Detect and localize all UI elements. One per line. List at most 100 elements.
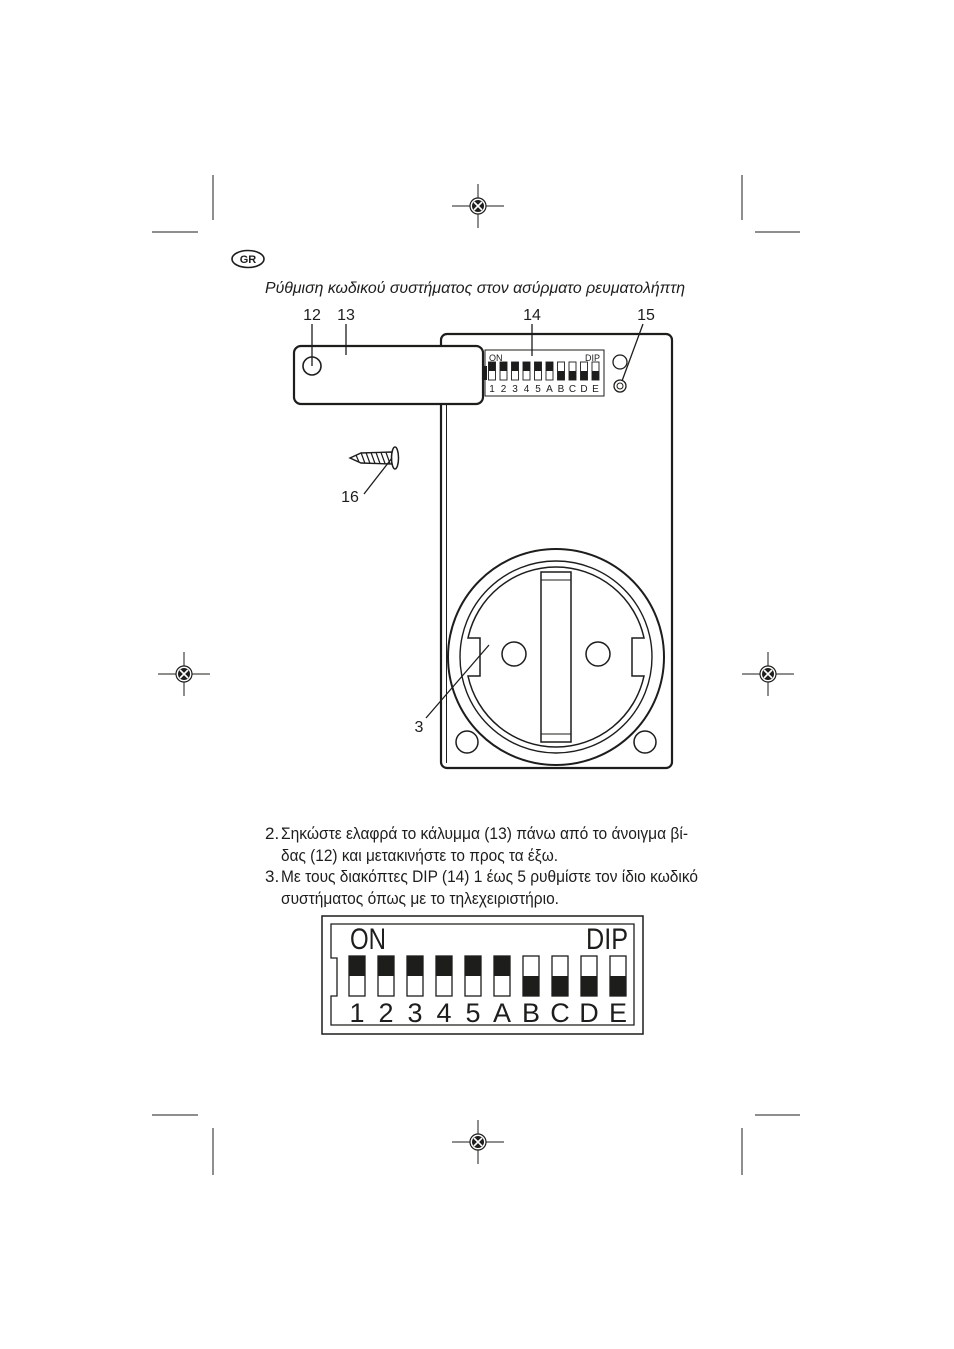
dip-on-label-small: ON [489,353,503,363]
instruction-steps: 2. Σηκώστε ελαφρά το κάλυμμα (13) πάνω α… [265,824,698,908]
switch-lever [523,976,539,996]
dip-switch-e: E [591,361,600,395]
switch-label: A [546,384,553,395]
switch-label: 4 [436,998,451,1028]
dip-switch-5: 5 [464,955,482,1028]
switch-label: 1 [489,384,495,395]
switch-lever [581,976,597,996]
registration-mark-bottom [451,1119,505,1165]
dip-switch-e: E [609,955,627,1028]
dip-switch-c: C [568,361,577,395]
dip-switch-d: D [579,955,599,1028]
dip-switch-a: A [493,955,511,1028]
switch-label: D [579,998,599,1028]
switch-lever [494,956,510,976]
registration-mark-left [157,651,211,697]
dip-dip-label-small: DIP [585,353,600,363]
socket [447,548,665,766]
switch-label: 2 [378,998,393,1028]
dip-switch-b: B [557,361,565,395]
registration-mark-right [741,651,795,697]
switch-label: 3 [407,998,422,1028]
step-text-line: Με τους διακόπτες DIP (14) 1 έως 5 ρυθμί… [281,867,698,886]
language-badge: GR [231,249,265,269]
screw-thread [355,452,391,464]
switch-label: E [592,384,599,395]
cover-plate [292,344,485,406]
section-title: Ρύθμιση κωδικού συστήματος στον ασύρματο… [265,280,685,297]
callouts: 12 13 14 15 16 3 [303,307,655,736]
callout-16: 16 [341,489,359,506]
switch-lever [407,956,423,976]
ground-strip [540,571,572,743]
switch-lever [580,371,588,380]
dip-dip-label: DIP [586,923,628,956]
battery-cover [292,344,485,406]
step-number: 2. [265,824,279,843]
step-text-line: δας (12) και μετακινήστε το προς τα έξω. [281,846,558,865]
led-indicator [613,379,627,393]
dip-switch-d: D [580,361,588,395]
dip-switch-c: C [550,955,570,1028]
led-lens [616,382,624,390]
callout-15: 15 [637,307,655,324]
dip-panel-inner-frame [330,923,635,1026]
crop-marks [152,175,800,1175]
switch-label: 2 [501,384,507,395]
step-number: 3. [265,867,279,886]
switch-lever [378,956,394,976]
switch-label: 5 [465,998,480,1028]
mounting-hole [612,354,628,370]
switch-label: D [580,384,587,395]
socket-face [467,566,645,748]
corner-hole-left [455,730,479,754]
dip-panel-outer-frame [321,915,644,1035]
socket-pin-hole-left [501,641,527,667]
switch-lever [500,362,507,371]
switch-lever [557,371,565,380]
dip-switch-4: 4 [522,361,531,395]
callout-14: 14 [523,307,541,324]
screw-head [390,446,400,470]
switch-lever [546,362,553,371]
socket-pin-hole-right [585,641,611,667]
badge-outline [231,249,265,269]
switch-label: A [493,998,511,1028]
dip-switch-2: 2 [499,361,508,395]
dip-on-label: ON [350,923,386,956]
switch-lever [349,956,365,976]
switch-lever [436,956,452,976]
dip-switch-1: 1 [488,361,496,395]
led-ring [613,379,627,393]
dip-switch-5: 5 [534,361,542,395]
callout-3: 3 [415,719,424,736]
switch-label: 3 [512,384,518,395]
switch-label: 1 [349,998,364,1028]
plug-housing [439,332,674,770]
switch-lever [488,362,496,371]
switch-lever [610,976,626,996]
dip-edge-tab [484,366,487,380]
dip-switch-b: B [522,955,540,1028]
dip-switch-2: 2 [377,955,395,1028]
badge-label: GR [240,254,257,266]
registration-mark-top [451,183,505,229]
step-text-line: συστήματος όπως με το τηλεχειριστήριο. [281,889,559,908]
socket-inner-ring [459,560,653,754]
dip-switch-4: 4 [435,955,453,1028]
switch-lever [592,371,599,380]
screw [348,446,400,470]
switch-label: 4 [524,384,530,395]
ground-strip-caps [541,579,571,735]
socket-outer-ring [447,548,665,766]
switch-lever [552,976,568,996]
dip-switch-3: 3 [406,955,424,1028]
switch-lever [534,362,542,371]
callout-13: 13 [337,307,355,324]
switch-lever [465,956,481,976]
switch-label: C [550,998,570,1028]
